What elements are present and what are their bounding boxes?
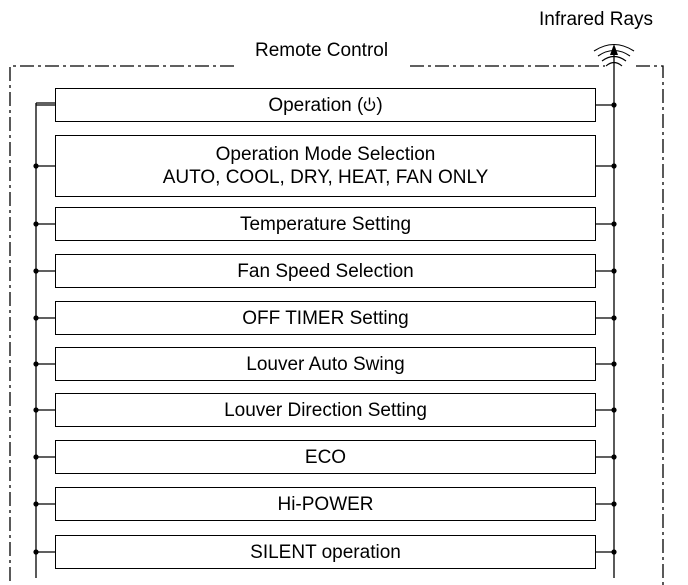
- right-junction-dot: [611, 549, 617, 555]
- operation-text: Operation (: [268, 94, 364, 116]
- infrared-waves-icon: [593, 43, 635, 67]
- function-operation-label: Operation (): [268, 94, 382, 117]
- right-junction-dot: [611, 268, 617, 274]
- right-junction-dot: [611, 454, 617, 460]
- function-louver-auto-swing: Louver Auto Swing: [55, 347, 596, 381]
- right-junction-dot: [611, 407, 617, 413]
- hi-power-label: Hi-POWER: [277, 493, 374, 515]
- eco-label: ECO: [304, 446, 347, 468]
- left-junction-dot: [33, 454, 39, 460]
- left-junction-dot: [33, 361, 39, 367]
- remote-control-title: Remote Control: [255, 40, 389, 61]
- function-hi-power: Hi-POWER: [55, 487, 596, 521]
- right-junction-dot: [611, 361, 617, 367]
- function-operation-mode: Operation Mode Selection AUTO, COOL, DRY…: [55, 135, 596, 197]
- connectors: [33, 102, 617, 555]
- right-junction-dot: [611, 102, 617, 108]
- function-fan-speed-selection: Fan Speed Selection: [55, 254, 596, 288]
- left-junction-dot: [33, 163, 39, 169]
- right-junction-dot: [611, 501, 617, 507]
- function-louver-direction-setting: Louver Direction Setting: [55, 393, 596, 427]
- remote-control-boundary-right-edge: [636, 65, 664, 585]
- left-junction-dot: [33, 407, 39, 413]
- left-junction-dot: [33, 549, 39, 555]
- left-junction-dot: [33, 268, 39, 274]
- louver-direction-setting-label: Louver Direction Setting: [224, 399, 427, 421]
- operation-mode-options: AUTO, COOL, DRY, HEAT, FAN ONLY: [162, 167, 489, 188]
- infrared-rays-label: Infrared Rays: [539, 9, 654, 30]
- infrared-arrow: [610, 44, 618, 55]
- function-off-timer-setting: OFF TIMER Setting: [55, 301, 596, 335]
- off-timer-setting-label: OFF TIMER Setting: [242, 307, 409, 329]
- silent-operation-label: SILENT operation: [250, 541, 401, 563]
- right-junction-dot: [611, 163, 617, 169]
- left-junction-dot: [33, 221, 39, 227]
- fan-speed-selection-label: Fan Speed Selection: [237, 260, 414, 282]
- temperature-setting-label: Temperature Setting: [239, 213, 412, 235]
- operation-suffix: ): [376, 94, 383, 116]
- right-junction-dot: [611, 221, 617, 227]
- function-silent-operation: SILENT operation: [55, 535, 596, 569]
- power-icon: [364, 97, 376, 111]
- right-junction-dot: [611, 315, 617, 321]
- left-junction-dot: [33, 501, 39, 507]
- operation-mode-label: Operation Mode Selection: [215, 144, 436, 165]
- function-eco: ECO: [55, 440, 596, 474]
- function-operation: Operation (): [55, 88, 596, 122]
- louver-auto-swing-label: Louver Auto Swing: [246, 353, 405, 375]
- left-junction-dot: [33, 315, 39, 321]
- remote-control-boundary: [9, 65, 234, 585]
- function-temperature-setting: Temperature Setting: [55, 207, 596, 241]
